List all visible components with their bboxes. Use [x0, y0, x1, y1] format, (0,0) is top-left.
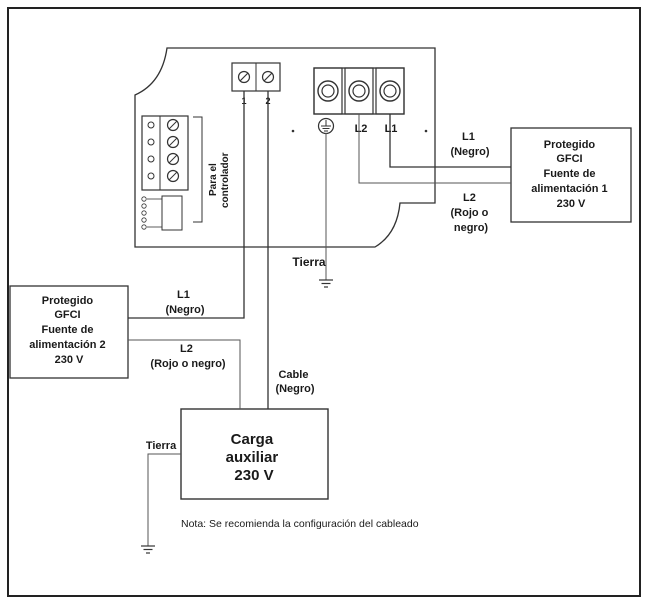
l2-left-line1: L2	[180, 343, 193, 355]
l2-right-line2: (Rojo o	[451, 207, 489, 219]
supply-2-line3: Fuente de	[41, 324, 93, 336]
l1-terminal-label: L1	[385, 123, 398, 135]
l1-left-line1: L1	[177, 289, 190, 301]
supply-2-box	[9, 285, 129, 379]
supply-1-line3: Fuente de	[543, 168, 595, 180]
cable-label: Cable (Negro)	[275, 369, 314, 395]
l2-right-line3: negro)	[454, 222, 489, 234]
wire-l2-supply1	[358, 114, 511, 184]
controller-label-line2: controlador	[220, 152, 231, 208]
supply-2-text: Protegido GFCI Fuente de alimentación 2 …	[29, 295, 108, 366]
ground-symbol-bottom	[141, 545, 155, 554]
ground-top-label: Tierra	[292, 255, 325, 269]
wiring-note: Nota: Se recomienda la configuración del…	[181, 518, 419, 530]
ground-symbol-top	[319, 279, 333, 288]
wire-l1-supply1	[389, 114, 511, 168]
l1-left-line2: (Negro)	[165, 304, 204, 316]
aux-load-line3: 230 V	[234, 467, 273, 484]
supply-1-text: Protegido GFCI Fuente de alimentación 1 …	[531, 139, 610, 210]
l1-right-label: L1 (Negro)	[450, 131, 489, 158]
supply-1-line2: GFCI	[556, 153, 582, 165]
supply-2-line5: 230 V	[55, 354, 84, 366]
supply-1-line4: alimentación 1	[531, 183, 607, 195]
supply-1-line1: Protegido	[544, 139, 596, 151]
cable-line2: (Negro)	[275, 383, 314, 395]
aux-load-line2: auxiliar	[226, 449, 279, 466]
aux-load-text: Carga auxiliar 230 V	[226, 431, 283, 484]
l2-right-line1: L2	[463, 192, 476, 204]
wire-l1-supply2	[128, 91, 245, 319]
supply-1-box	[510, 127, 632, 223]
wire-ground-bottom	[147, 453, 181, 546]
l2-terminal-label: L2	[355, 123, 368, 135]
l2-right-label: L2 (Rojo o negro)	[451, 192, 492, 234]
controller-terminal-strip	[141, 115, 203, 231]
wire-l2-load	[128, 339, 241, 409]
terminal-block-1-2	[231, 62, 281, 92]
l1-right-line2: (Negro)	[450, 146, 489, 158]
outer-frame	[7, 7, 641, 597]
supply-2-line1: Protegido	[42, 295, 94, 307]
panel-outline	[134, 47, 436, 248]
l2-left-label: L2 (Rojo o negro)	[150, 343, 225, 370]
controller-label-line1: Para el	[208, 163, 219, 196]
supply-2-line4: alimentación 2	[29, 339, 105, 351]
l1-right-line1: L1	[462, 131, 475, 143]
l2-left-line2: (Rojo o negro)	[150, 358, 225, 370]
aux-load-line1: Carga	[231, 431, 274, 448]
cable-line1: Cable	[278, 369, 308, 381]
ground-bottom-label: Tierra	[146, 440, 177, 452]
l1-left-label: L1 (Negro)	[165, 289, 204, 316]
supply-2-line2: GFCI	[54, 309, 80, 321]
supply-1-line5: 230 V	[557, 198, 586, 210]
